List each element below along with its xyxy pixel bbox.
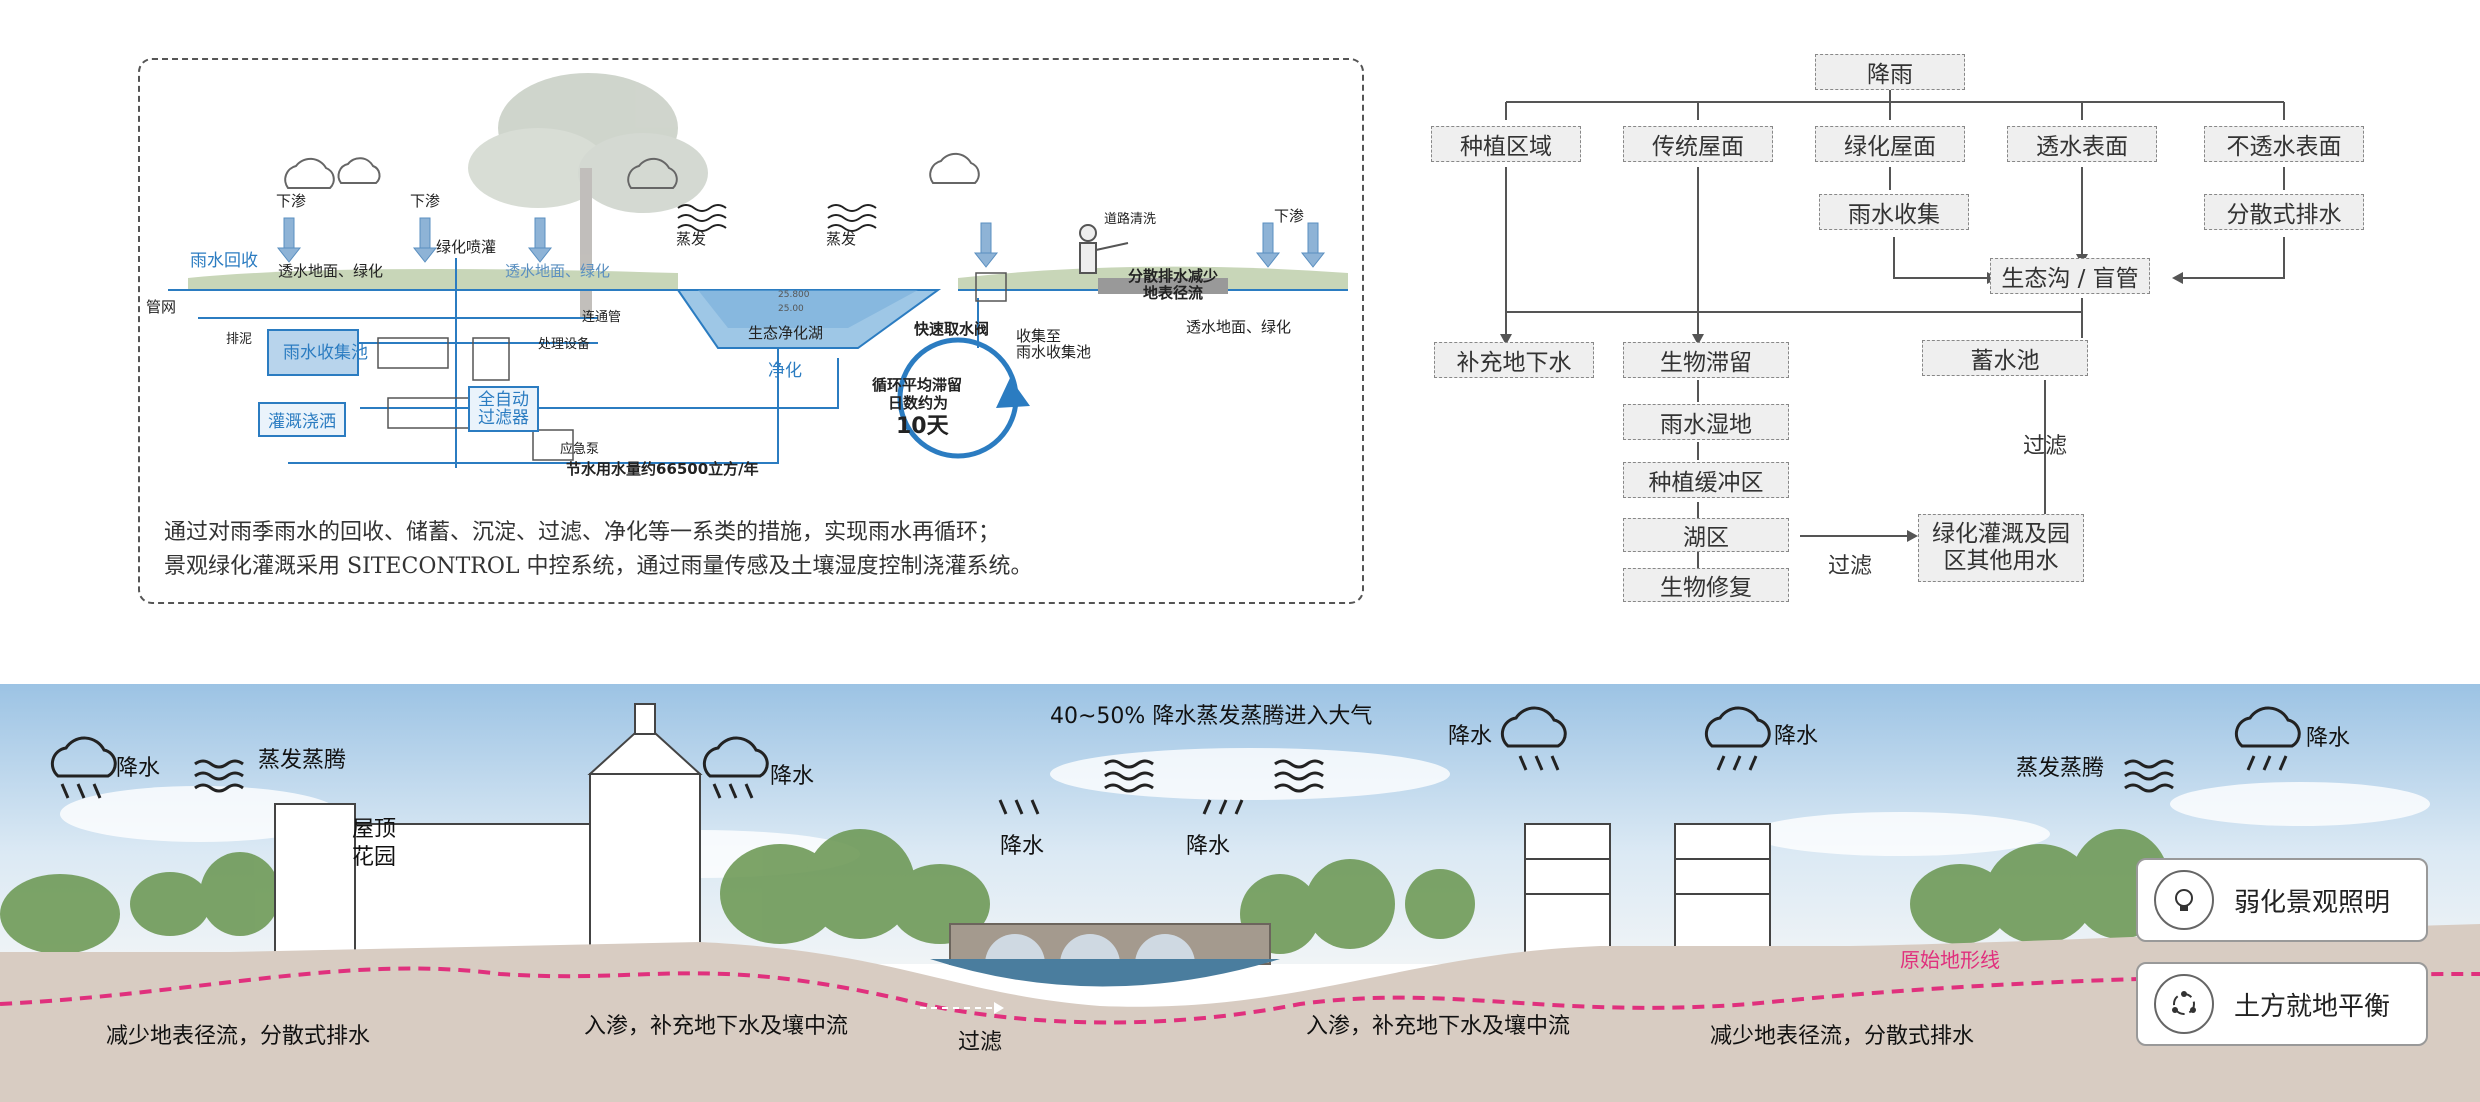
section-rain-label: 降水 — [2306, 726, 2351, 751]
emergency-pump-label: 应急泵 — [560, 442, 600, 457]
description-paragraph: 景观绿化灌溉采用 SITECONTROL 中控系统，通过雨量传感及土壤湿度控制浇… — [164, 554, 1033, 579]
permeable-ground-label: 透水地面、绿化 — [278, 262, 384, 280]
flow-traditional-roof: 传统屋面 — [1623, 126, 1773, 162]
original-terrain-label: 原始地形线 — [1900, 948, 2000, 972]
infiltrate-label: 下渗 — [276, 192, 307, 210]
cycle-days-label: 10天 — [896, 414, 949, 439]
section-rain-label: 降水 — [1774, 724, 1819, 749]
eco-lake-label: 生态净化湖 — [748, 324, 824, 342]
flow-reuse: 绿化灌溉及园 区其他用水 — [1918, 514, 2084, 582]
scatter-drain-label: 分散排水减少 地表径流 — [1128, 267, 1219, 302]
section-bottom-label: 入渗，补充地下水及壤中流 — [1306, 1014, 1571, 1039]
level-mark: 25.00 — [778, 304, 804, 314]
section-bottom-label: 过滤 — [958, 1030, 1003, 1055]
pipe-network-label: 管网 — [146, 298, 177, 316]
water-saving-label: 节水用水量约66500立方/年 — [566, 460, 759, 478]
infiltration-arrows — [276, 217, 1326, 268]
flow-rain-collect: 雨水收集 — [1819, 194, 1969, 230]
mud-discharge-label: 排泥 — [226, 332, 253, 347]
flow-root-rainfall: 降雨 — [1815, 54, 1965, 90]
purify-label: 净化 — [768, 361, 802, 381]
legend-item-lighting: 弱化景观照明 — [2136, 858, 2428, 942]
section-illustration — [0, 684, 2480, 1102]
section-bottom-label: 减少地表径流，分散式排水 — [106, 1024, 371, 1049]
infiltrate-label: 下渗 — [1274, 207, 1305, 225]
flow-filter-label: 过滤 — [1828, 554, 1873, 579]
auto-filter-label: 全自动 过滤器 — [468, 386, 539, 432]
level-mark: 25.800 — [778, 290, 810, 300]
legend-item-earthwork: 土方就地平衡 — [2136, 962, 2428, 1046]
irrigation-label: 灌溉浇洒 — [258, 402, 346, 437]
section-evap-label: 蒸发蒸腾 — [2016, 756, 2105, 781]
section-rain-label: 降水 — [1000, 834, 1045, 859]
flow-green-roof: 绿化屋面 — [1815, 126, 1965, 162]
water-cycle-illustration — [168, 73, 1348, 468]
collect-pool-label: 收集至 雨水收集池 — [1016, 327, 1092, 361]
infiltrate-label: 下渗 — [410, 192, 441, 210]
tree-illustration — [468, 73, 708, 318]
description-paragraph: 通过对雨季雨水的回收、储蓄、沉淀、过滤、净化等一系类的措施，实现雨水再循环； — [164, 520, 1001, 545]
water-cycle-panel — [138, 58, 1364, 604]
legend-label: 土方就地平衡 — [2234, 991, 2391, 1022]
flow-planting-area: 种植区域 — [1431, 126, 1581, 162]
evaporation-label: 蒸发 — [826, 230, 857, 248]
permeable-ground-label: 透水地面、绿化 — [505, 262, 611, 280]
evaporation-icon — [194, 759, 2174, 793]
rain-pool-label: 雨水收集池 — [283, 343, 368, 363]
flow-impermeable-surface: 不透水表面 — [2204, 126, 2364, 162]
flow-storage-pool: 蓄水池 — [1922, 340, 2088, 376]
flow-eco-ditch: 生态沟 / 盲管 — [1990, 258, 2150, 294]
section-rain-label: 降水 — [770, 764, 815, 789]
rain-recycle-label: 雨水回收 — [190, 251, 258, 271]
rain-drops — [60, 755, 2288, 815]
atmosphere-label: 40~50% 降水蒸发蒸腾进入大气 — [1050, 704, 1373, 729]
evaporation-label: 蒸发 — [676, 230, 707, 248]
cycle-label: 日数约为 — [888, 394, 949, 412]
flow-buffer-zone: 种植缓冲区 — [1623, 462, 1789, 498]
flow-filter-label: 过滤 — [2023, 434, 2068, 459]
cycle-label: 循环平均滞留 — [872, 376, 963, 394]
flow-recharge: 补充地下水 — [1434, 342, 1594, 378]
earth-cycle-icon — [2154, 974, 2214, 1034]
cloud-icon — [284, 152, 980, 189]
light-bulb-icon — [2154, 870, 2214, 930]
flow-bio-repair: 生物修复 — [1623, 568, 1789, 602]
section-rain-label: 降水 — [116, 756, 161, 781]
section-rain-label: 降水 — [1448, 724, 1493, 749]
connect-pipe-label: 连通管 — [582, 310, 622, 325]
section-evap-label: 蒸发蒸腾 — [258, 748, 347, 773]
permeable-ground-label: 透水地面、绿化 — [1186, 318, 1292, 336]
flow-lake-area: 湖区 — [1623, 518, 1789, 552]
treatment-label: 处理设备 — [538, 337, 591, 352]
roof-garden-label: 屋顶 花园 — [352, 817, 397, 870]
evaporation-icon — [677, 204, 877, 232]
rain-cloud-icon — [50, 706, 2301, 778]
legend-label: 弱化景观照明 — [2234, 887, 2391, 918]
fast-valve-label: 快速取水阀 — [914, 320, 990, 338]
section-rain-label: 降水 — [1186, 834, 1231, 859]
flow-rain-wetland: 雨水湿地 — [1623, 404, 1789, 440]
green-spray-label: 绿化喷灌 — [436, 238, 497, 256]
road-clean-label: 道路清洗 — [1104, 212, 1157, 227]
section-bottom-label: 入渗，补充地下水及壤中流 — [584, 1014, 849, 1039]
section-bottom-label: 减少地表径流，分散式排水 — [1710, 1024, 1975, 1049]
flowchart-connectors — [1500, 90, 2285, 570]
flow-permeable-surface: 透水表面 — [2007, 126, 2157, 162]
flow-scatter-drain: 分散式排水 — [2204, 194, 2364, 230]
flow-bio-retention: 生物滞留 — [1623, 342, 1789, 378]
